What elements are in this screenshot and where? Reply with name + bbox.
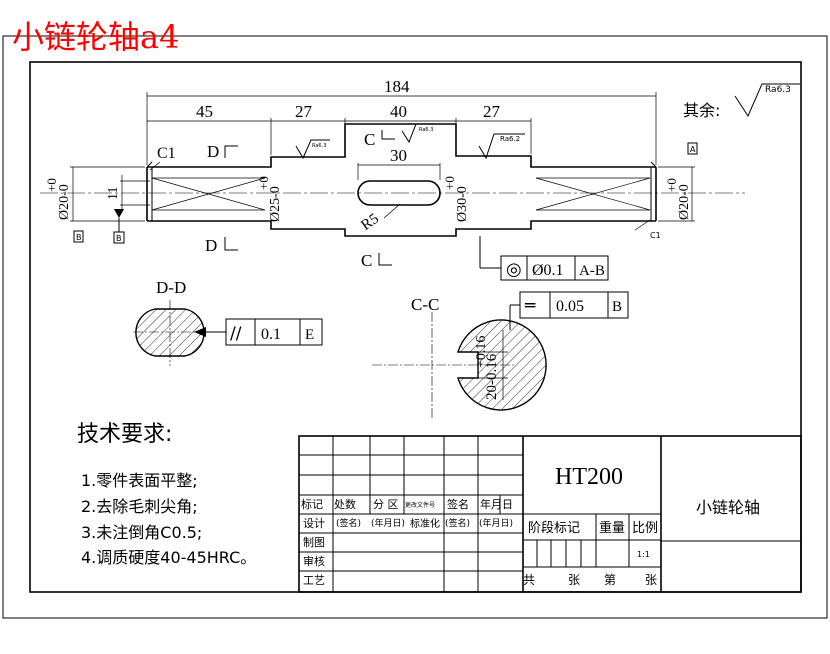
chamfer-c1-right: C1 [650, 231, 661, 240]
dim-total: 184 [384, 77, 410, 96]
material: HT200 [555, 464, 623, 490]
dia-30: Ø30-0 [455, 186, 470, 222]
section-c-top-marker [381, 130, 395, 140]
datum-b-left-2: B [73, 230, 84, 243]
drawing-title: 小链轮轴a4 [12, 18, 179, 56]
tb-scale-label: 比例 [632, 521, 658, 536]
tech-item-4: 4.调质硬度40-45HRC。 [81, 548, 256, 567]
roughness-symbol-3: Ra6.2 [478, 133, 525, 160]
keyway-width: 20-0.16 [484, 353, 500, 400]
tb-page-sheets: 张 [645, 573, 657, 587]
tb-total-label: 共 [523, 573, 535, 587]
shaft-outline [146, 123, 657, 237]
svg-text:◎: ◎ [506, 259, 522, 280]
section-c-bottom: C [361, 251, 372, 270]
tb-standard-date: (年月日) [479, 517, 513, 529]
datum-b-left: B [113, 209, 125, 244]
tech-heading: 技术要求: [77, 422, 172, 447]
tol-25: +0 [256, 176, 271, 190]
tb-design: 设计 [303, 517, 325, 530]
tb-weight: 重量 [599, 520, 625, 536]
section-cc-view [372, 304, 547, 418]
svg-text:B: B [76, 233, 82, 242]
dim-40: 40 [390, 102, 407, 121]
tb-design-date: (年月日) [371, 517, 405, 529]
section-dd-view [133, 300, 227, 366]
dim-27b: 27 [483, 102, 501, 121]
tb-sheets: 张 [568, 573, 580, 587]
section-d-bottom: D [205, 236, 217, 255]
tol-frame-symmetry: ═ 0.05 B [519, 291, 629, 319]
tb-stage-mark: 阶段标记 [528, 521, 580, 536]
tb-standard-sign: (签名) [445, 517, 470, 529]
tb-scale-value: 1:1 [637, 550, 650, 559]
svg-text:Ra6.3: Ra6.3 [419, 127, 433, 133]
svg-text:0.05: 0.05 [556, 298, 584, 315]
svg-text:Ra6.3: Ra6.3 [312, 143, 326, 149]
dia-20-right: Ø20-0 [677, 184, 692, 220]
svg-text:A-B: A-B [579, 263, 605, 279]
part-name: 小链轮轴 [696, 498, 760, 517]
svg-text:Ra6.2: Ra6.2 [500, 135, 520, 143]
dim-27a: 27 [295, 102, 313, 121]
tol-20-right: +0 [664, 178, 679, 192]
section-cc-title: C-C [411, 295, 439, 314]
svg-text:Ra6.3: Ra6.3 [765, 85, 791, 95]
svg-text:═: ═ [524, 296, 536, 316]
tb-page-label: 第 [604, 573, 616, 587]
tb-check: 审核 [303, 554, 325, 568]
svg-text:其余:: 其余: [683, 101, 720, 120]
section-dd-title: D-D [156, 278, 186, 297]
tol-frame-parallel: // 0.1 E [225, 318, 323, 346]
tb-process: 工艺 [303, 574, 325, 587]
dia-25: Ø25-0 [268, 186, 283, 222]
tb-design-sign: (签名) [336, 517, 361, 529]
title-block [298, 435, 802, 593]
dimension-lines [70, 92, 695, 231]
tol-frame-coaxial: ◎ Ø0.1 A-B [479, 236, 609, 281]
section-c-top: C [364, 130, 375, 149]
svg-text:B: B [612, 299, 622, 315]
tb-zone: 分 区 [373, 498, 399, 511]
dia-20-left: Ø20-0 [57, 184, 72, 220]
tech-item-2: 2.去除毛刺尖角; [81, 497, 198, 516]
dim-r5: R5 [358, 211, 382, 234]
roughness-symbol-2: Ra6.3 [401, 123, 436, 144]
tb-date: 年月日 [480, 497, 513, 511]
chamfer-c1-left: C1 [157, 145, 176, 162]
roughness-rest: 其余: Ra6.3 [683, 83, 800, 120]
tech-item-1: 1.零件表面平整; [81, 471, 198, 490]
dim-30: 30 [390, 146, 407, 165]
svg-text:Ø0.1: Ø0.1 [532, 262, 564, 279]
outer-border [2, 35, 828, 619]
tech-item-3: 3.未注倒角C0.5; [81, 523, 202, 542]
dim-11: 11 [106, 187, 121, 200]
svg-text:E: E [305, 327, 314, 343]
tb-sign: 签名 [447, 497, 469, 511]
tb-change-doc: 更改文件号 [405, 501, 435, 509]
tol-30: +0 [442, 176, 457, 190]
section-d-top-marker [224, 145, 238, 158]
tb-mark: 标记 [301, 497, 323, 511]
section-d-top: D [207, 142, 219, 161]
svg-text:A: A [690, 145, 696, 154]
keyway-tol: +0.16 [474, 336, 489, 368]
roughness-symbol-1: Ra6.3 [295, 139, 330, 160]
datum-a: A [687, 142, 698, 155]
tb-drawing: 制图 [303, 536, 325, 549]
tb-standard: 标准化 [410, 517, 440, 530]
dim-45: 45 [196, 102, 213, 121]
svg-text:0.1: 0.1 [261, 326, 281, 343]
tb-count: 处数 [334, 498, 356, 511]
tol-20-left: +0 [44, 178, 59, 192]
section-d-bottom-marker [224, 237, 238, 251]
svg-text://: // [230, 324, 242, 344]
section-c-bottom-marker [378, 253, 392, 266]
svg-text:B: B [116, 234, 122, 243]
